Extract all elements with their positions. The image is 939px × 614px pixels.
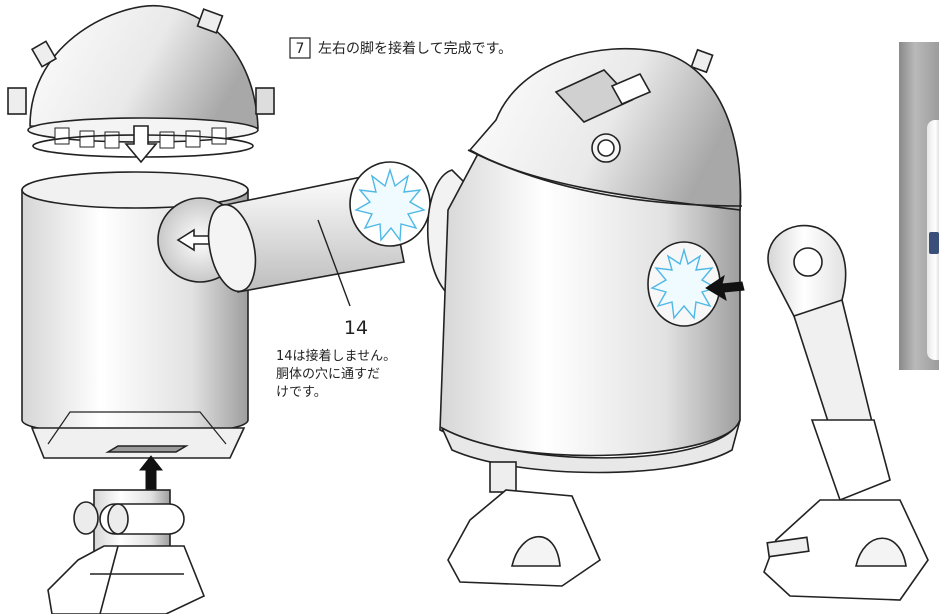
note-line-1: 14は接着しません。 [276, 348, 396, 364]
black-arrow-icon [705, 274, 745, 302]
step-number-box [289, 37, 311, 59]
left-leg-assembly [47, 489, 206, 614]
reference-photo [899, 42, 939, 370]
center-robot [426, 47, 743, 587]
down-arrow-icon [124, 125, 158, 164]
note-line-2: 胴体の穴に通すだ [276, 367, 380, 382]
step-number: 7 [296, 41, 305, 57]
leader-line [317, 219, 351, 307]
step-instruction: 左右の脚を接着して完成です。 [318, 40, 512, 57]
starburst-icon [354, 167, 426, 242]
shoulder-bar-part-14 [207, 161, 431, 293]
part-label: 14 [344, 317, 368, 339]
note-line-3: けです。 [276, 385, 327, 400]
photo-detail [929, 232, 939, 254]
right-leg [763, 224, 929, 601]
up-arrow-icon [138, 455, 164, 491]
starburst-icon-2 [650, 247, 718, 320]
